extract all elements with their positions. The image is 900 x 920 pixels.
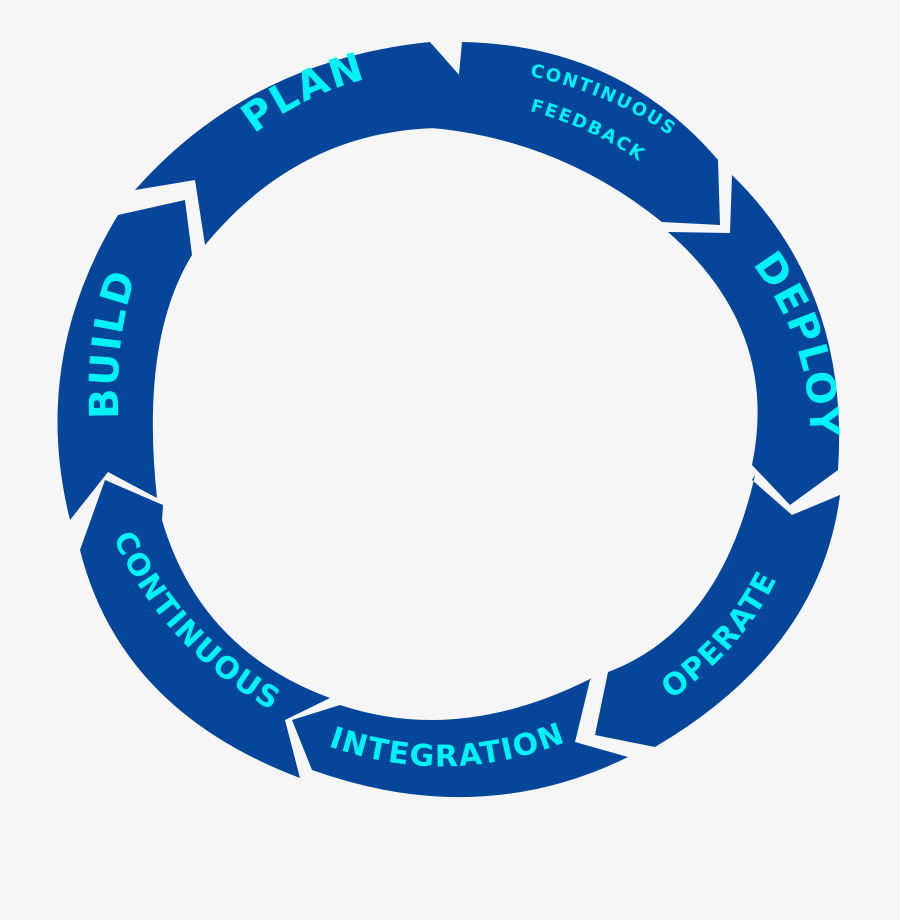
segment-plan: [135, 42, 468, 245]
segment-build: [57, 200, 192, 520]
segment-integration: [292, 678, 628, 798]
segment-deploy: [668, 175, 840, 505]
segment-operate: [595, 475, 840, 747]
segment-continuous-feedback: [432, 42, 720, 225]
segment-continuous: [80, 480, 330, 778]
